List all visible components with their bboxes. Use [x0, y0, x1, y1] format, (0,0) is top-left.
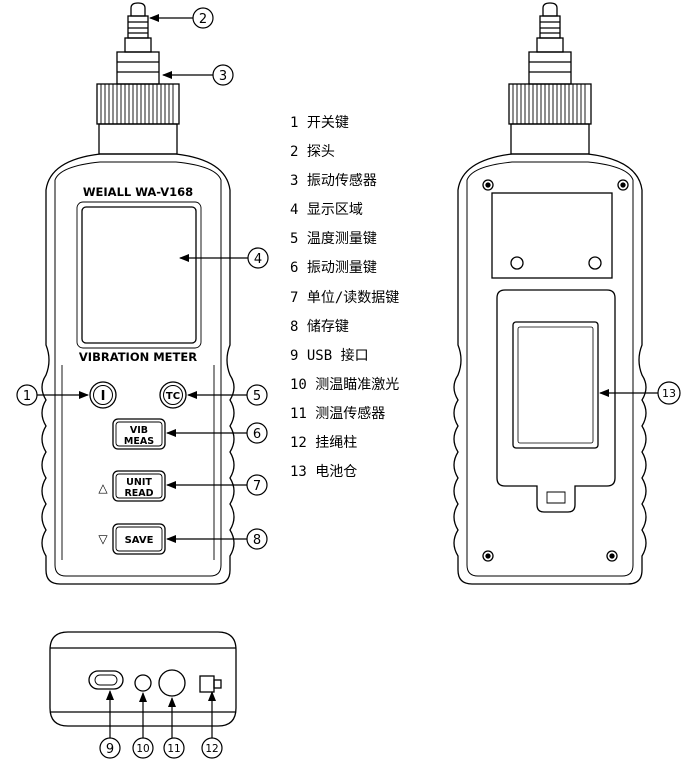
svg-text:8: 8 — [253, 533, 261, 548]
svg-text:READ: READ — [124, 488, 153, 499]
legend-item-11: 11 测温传感器 — [290, 405, 386, 422]
callout-9: 9 — [99, 737, 121, 759]
svg-text:9: 9 — [106, 742, 114, 757]
front-model-label: VIBRATION METER — [79, 350, 197, 364]
leader-lines — [37, 14, 658, 738]
callout-7: 7 — [246, 474, 268, 496]
svg-text:12: 12 — [205, 743, 218, 755]
up-arrow-icon: △ — [98, 481, 108, 495]
callout-13: 13 — [657, 381, 681, 405]
back-label-plate — [491, 192, 613, 279]
probe-tip — [130, 2, 146, 17]
svg-text:5: 5 — [253, 389, 261, 404]
callout-4: 4 — [247, 247, 269, 269]
display-screen — [81, 206, 197, 344]
legend-item-1: 1 开关键 — [290, 115, 349, 131]
legend-item-5: 5 温度测量键 — [290, 231, 377, 248]
svg-text:1: 1 — [23, 389, 31, 404]
callout-11: 11 — [163, 737, 185, 759]
callout-12: 12 — [201, 737, 223, 759]
temperature-button[interactable]: TC — [159, 381, 187, 409]
svg-text:I: I — [101, 389, 106, 404]
svg-text:TC: TC — [166, 391, 180, 402]
legend-item-12: 12 挂绳柱 — [290, 435, 358, 452]
svg-text:3: 3 — [219, 69, 227, 84]
callout-3: 3 — [212, 64, 234, 86]
svg-text:UNIT: UNIT — [126, 477, 152, 488]
svg-text:13: 13 — [662, 387, 676, 400]
svg-text:11: 11 — [167, 743, 180, 755]
svg-text:MEAS: MEAS — [124, 436, 154, 447]
temperature-sensor — [158, 669, 186, 697]
legend-item-6: 6 振动测量键 — [290, 260, 377, 277]
power-button[interactable]: I — [89, 381, 117, 409]
back-view — [453, 2, 647, 585]
legend-item-9: 9 USB 接口 — [290, 347, 369, 364]
legend-item-7: 7 单位/读数据键 — [290, 289, 400, 306]
laser-aperture — [134, 674, 152, 692]
usb-port — [88, 670, 124, 690]
front-body — [41, 153, 235, 585]
unit-read-button[interactable]: UNIT READ — [112, 470, 166, 502]
down-arrow-icon: ▽ — [98, 532, 108, 546]
callout-8: 8 — [246, 528, 268, 550]
svg-text:2: 2 — [199, 12, 207, 27]
legend-item-2: 2 探头 — [290, 144, 335, 161]
svg-text:10: 10 — [136, 743, 149, 755]
svg-text:VIB: VIB — [130, 425, 148, 436]
battery-compartment — [496, 289, 616, 513]
lanyard-post — [199, 675, 215, 693]
callout-6: 6 — [246, 422, 268, 444]
front-brand: WEIALL WA-V168 — [83, 185, 193, 199]
callout-5: 5 — [246, 384, 268, 406]
legend-item-10: 10 测温瞄准激光 — [290, 376, 400, 393]
parts-legend: 1 开关键 2 探头 3 振动传感器 4 显示区域 5 温度测量键 6 振动测量… — [290, 113, 420, 491]
legend-item-8: 8 储存键 — [290, 318, 349, 335]
callout-10: 10 — [132, 737, 154, 759]
callout-1: 1 — [16, 384, 38, 406]
svg-text:4: 4 — [254, 252, 262, 267]
svg-text:SAVE: SAVE — [125, 535, 154, 546]
front-view — [41, 2, 235, 585]
svg-text:6: 6 — [253, 427, 261, 442]
legend-item-3: 3 振动传感器 — [290, 173, 377, 190]
legend-item-4: 4 显示区域 — [290, 202, 363, 219]
back-body — [453, 153, 647, 585]
callout-2: 2 — [192, 7, 214, 29]
save-button[interactable]: SAVE — [112, 523, 166, 555]
probe-shaft — [127, 15, 149, 39]
legend-item-13: 13 电池仓 — [290, 464, 358, 481]
svg-text:7: 7 — [253, 479, 261, 494]
vib-meas-button[interactable]: VIB MEAS — [112, 418, 166, 450]
